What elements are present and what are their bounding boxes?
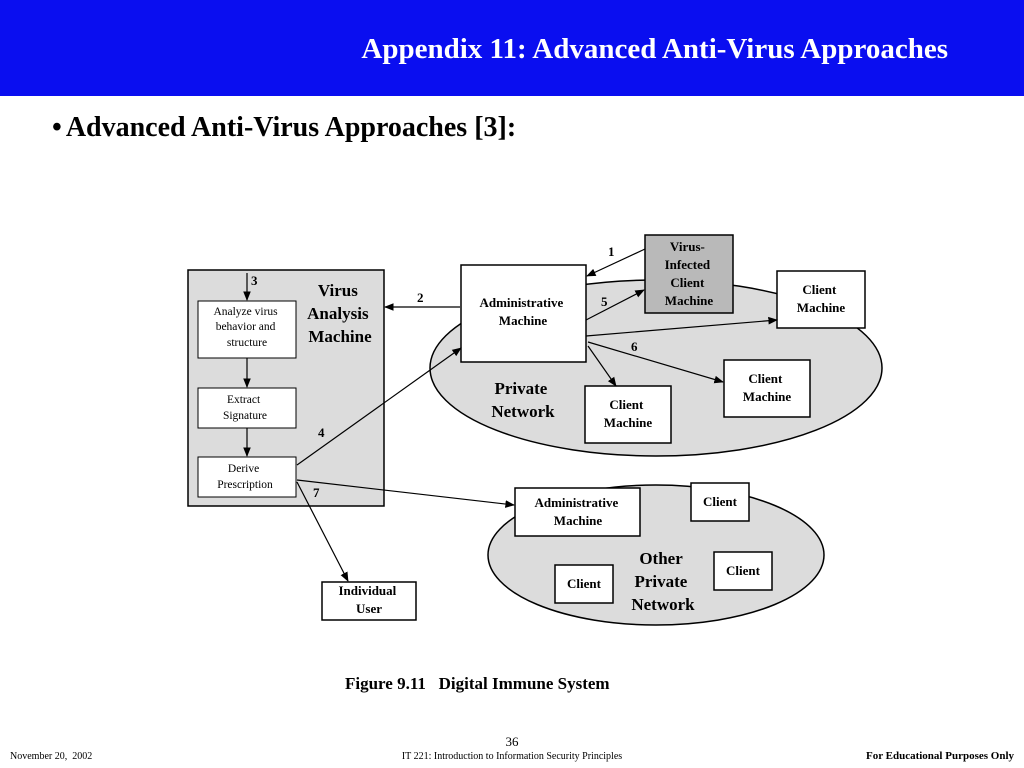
arrow-5 bbox=[585, 289, 645, 321]
step-3: 3 bbox=[251, 273, 258, 288]
analyze-line3: structure bbox=[227, 337, 267, 349]
extract-line1: Extract bbox=[227, 394, 261, 406]
step-2: 2 bbox=[417, 290, 424, 305]
arrow-6 bbox=[587, 341, 724, 384]
infected-line1: Virus- bbox=[670, 239, 705, 254]
step-6: 6 bbox=[631, 339, 638, 354]
admin-machine-label: Administrative Machine bbox=[479, 295, 566, 328]
derive-label: Derive Prescription bbox=[217, 463, 273, 491]
arrow-7 bbox=[296, 479, 515, 508]
figure-caption: Figure 9.11 Digital Immune System bbox=[345, 674, 610, 693]
vam-title: Virus Analysis Machine bbox=[307, 281, 373, 346]
other-network-label: Other Private Network bbox=[631, 549, 695, 614]
infected-line2: Infected bbox=[665, 257, 711, 272]
individual-user-box bbox=[321, 581, 417, 621]
analyze-line2: behavior and bbox=[216, 321, 276, 333]
private-network-label: Private Network bbox=[491, 379, 555, 421]
client-machine-box-bottom bbox=[584, 385, 672, 444]
client-machine-box-top-right bbox=[776, 270, 866, 329]
vam-title-line1: Virus bbox=[318, 281, 358, 300]
client-machine-box-right bbox=[723, 359, 811, 418]
derive-box bbox=[197, 456, 297, 498]
vam-title-line3: Machine bbox=[308, 327, 372, 346]
derive-line1: Derive bbox=[228, 463, 259, 475]
extract-line2: Signature bbox=[223, 410, 267, 422]
client-top-label: Client bbox=[703, 494, 738, 509]
admin-machine-line1: Administrative bbox=[479, 295, 563, 310]
virus-infected-label: Virus- Infected Client Machine bbox=[665, 239, 714, 308]
admin-machine-box bbox=[460, 264, 587, 363]
admin-machine-line2: Machine bbox=[499, 313, 548, 328]
footer-date: November 20, 2002 bbox=[10, 751, 93, 762]
extract-box bbox=[197, 387, 297, 429]
client-right-label: Client bbox=[726, 563, 761, 578]
page-number: 36 bbox=[505, 734, 519, 749]
virus-infected-client-box bbox=[644, 234, 734, 314]
arrow-4 bbox=[296, 347, 462, 466]
arrow-1 bbox=[586, 248, 646, 277]
infected-line4: Machine bbox=[665, 293, 714, 308]
client-machine-right-label: Client Machine bbox=[743, 371, 792, 404]
analyze-label: Analyze virus behavior and structure bbox=[213, 306, 280, 349]
client-box-top bbox=[690, 482, 750, 522]
footer-course: IT 221: Introduction to Information Secu… bbox=[401, 751, 623, 762]
client-machine-top-right-label: Client Machine bbox=[797, 282, 846, 315]
admin-machine-other-label: Administrative Machine bbox=[534, 495, 621, 528]
step-4: 4 bbox=[318, 425, 325, 440]
step-7: 7 bbox=[313, 485, 320, 500]
step-5: 5 bbox=[601, 294, 608, 309]
infected-line3: Client bbox=[670, 275, 705, 290]
step-1: 1 bbox=[608, 244, 615, 259]
analyze-line1: Analyze virus bbox=[213, 306, 278, 318]
slide-header: Appendix 11: Advanced Anti-Virus Approac… bbox=[0, 0, 1024, 96]
admin-machine-other-box bbox=[514, 487, 641, 537]
arrow-to-client-top-right bbox=[585, 316, 778, 337]
bullet-text: Advanced Anti-Virus Approaches [3]: bbox=[65, 112, 517, 143]
vam-title-line2: Analysis bbox=[307, 304, 369, 323]
client-box-right bbox=[713, 551, 773, 591]
extract-label: Extract Signature bbox=[223, 394, 267, 422]
client-left-label: Client bbox=[567, 576, 602, 591]
bullet-heading: •Advanced Anti-Virus Approaches [3]: bbox=[52, 112, 516, 144]
client-box-left bbox=[554, 564, 614, 604]
derive-line2: Prescription bbox=[217, 479, 273, 491]
bullet-symbol: • bbox=[52, 112, 62, 143]
slide-title: Appendix 11: Advanced Anti-Virus Approac… bbox=[361, 33, 948, 65]
arrow-to-client-bottom bbox=[587, 345, 617, 387]
client-machine-bottom-label: Client Machine bbox=[604, 397, 653, 430]
individual-user-label: Individual User bbox=[338, 583, 399, 616]
arrow-to-individual-user bbox=[296, 481, 349, 582]
footer-rights: For Educational Purposes Only bbox=[865, 750, 1014, 762]
